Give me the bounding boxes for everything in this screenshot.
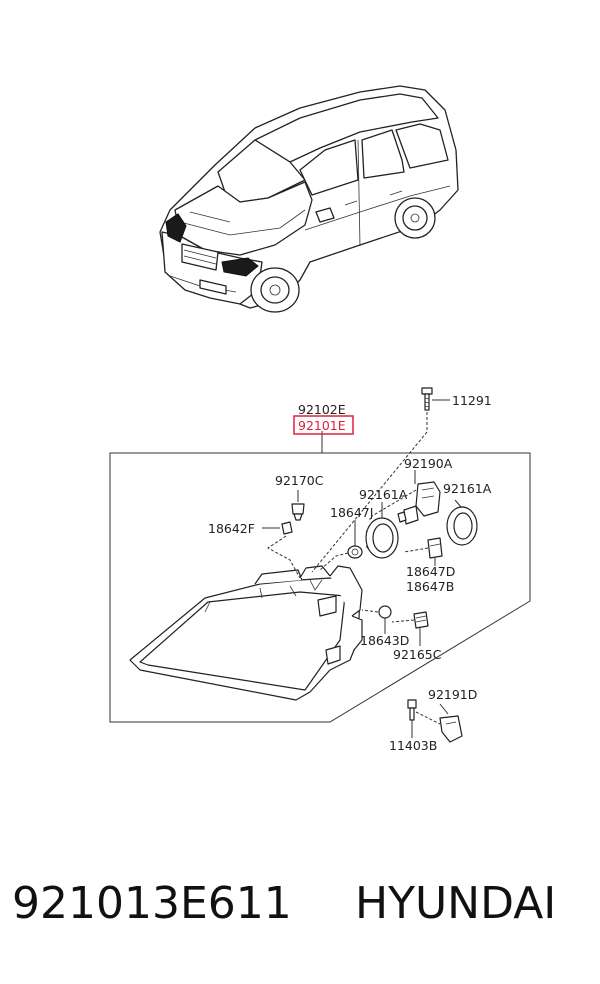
label-11291: 11291 [452,393,492,408]
label-92190A: 92190A [404,456,453,471]
screw-92170C [291,490,305,521]
highlight-box [293,415,354,435]
label-18647D: 18647D [406,564,455,579]
label-18647J: 18647J [330,505,373,520]
label-18647B: 18647B [406,579,454,594]
label-18643D: 18643D [360,633,409,648]
socket-18647J [319,520,363,571]
screw-11403B [407,699,441,738]
bolt-11291 [311,387,450,573]
socket-18647D [403,537,443,566]
bulb-92165C [391,611,429,646]
bracket-92191D [439,703,463,743]
label-11403B: 11403B [389,738,437,753]
label-92161A-left: 92161A [359,487,408,502]
vehicle-illustration [159,85,459,313]
label-18642F: 18642F [208,521,255,536]
label-92161A-right: 92161A [443,481,492,496]
headlamp-assembly-drawing [129,565,363,701]
label-92170C: 92170C [275,473,324,488]
label-92101E: 92101E [298,418,346,433]
cover-ring-92161A-right [446,499,478,546]
label-92165C: 92165C [393,647,442,662]
footer-brand: HYUNDAI [355,878,557,929]
cover-ring-92161A-left [365,502,399,559]
bulb-holder-92190A [371,470,441,525]
bulb-18643D [361,605,392,634]
footer-part-number: 921013E611 [12,878,292,929]
bulb-18642F [262,521,301,579]
label-92191D: 92191D [428,687,477,702]
label-92102E: 92102E [298,402,346,417]
